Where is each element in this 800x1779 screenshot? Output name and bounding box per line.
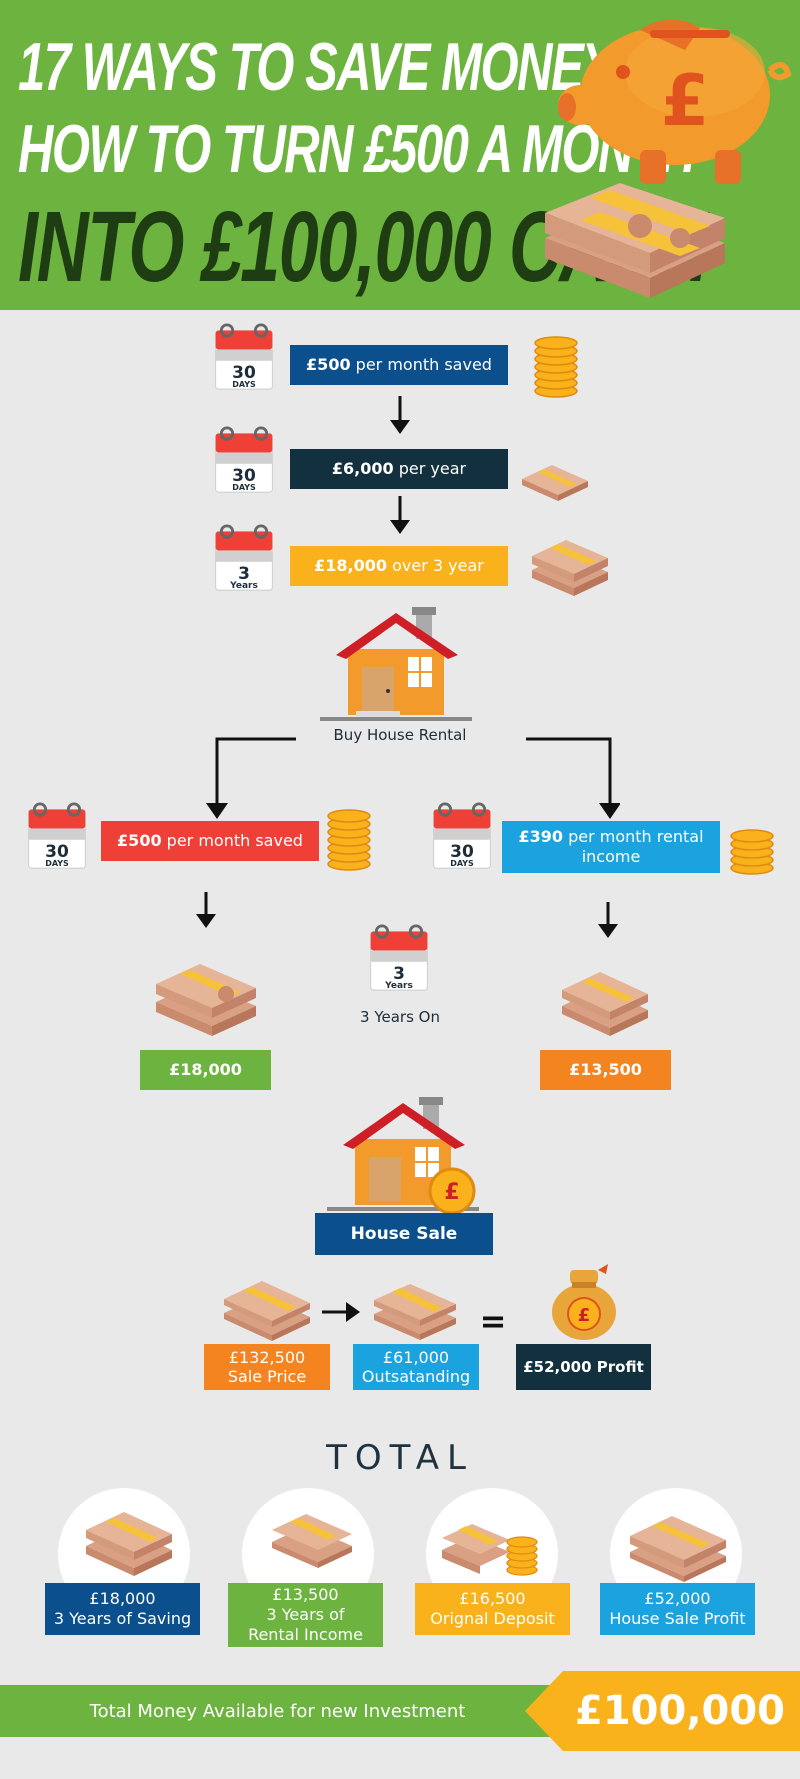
cash-stack-icon	[156, 964, 256, 1036]
svg-text:£: £	[578, 1305, 591, 1326]
cash-stack-icon	[224, 1281, 310, 1341]
calendar-icon	[215, 426, 273, 493]
cash-stack-icon	[545, 183, 725, 298]
calendar-number: 30	[450, 842, 474, 862]
branch-connector	[206, 737, 620, 819]
footer-amount: £100,000	[574, 1688, 786, 1734]
down-arrow-icon	[196, 892, 216, 928]
cash-stack-icon	[374, 1284, 456, 1340]
coins-icon	[730, 829, 774, 875]
cash-stack-icon	[86, 1512, 172, 1576]
svg-text:£: £	[444, 1180, 459, 1205]
house-sale-icon: £	[327, 1097, 479, 1215]
calendar-icon	[370, 924, 428, 991]
coins-icon	[534, 336, 578, 398]
cash-stack-icon	[532, 540, 608, 596]
calendar-icon	[433, 802, 491, 869]
calendar-icon	[28, 802, 86, 869]
calendar-unit: DAYS	[232, 380, 256, 389]
house-icon	[320, 607, 472, 721]
footer-amount-banner	[525, 1671, 800, 1751]
footer-label: Total Money Available for new Investment	[89, 1700, 466, 1722]
step-500-per-month: £500 per month saved	[290, 345, 508, 385]
three-years-on-label: 3 Years On	[360, 1008, 440, 1026]
coins-icon	[327, 809, 371, 871]
piggy-bank-icon: £	[558, 19, 792, 184]
down-arrow-icon	[598, 902, 618, 938]
house-sale-label: House Sale	[315, 1213, 493, 1255]
calendar-unit: DAYS	[450, 859, 474, 868]
calendar-unit: DAYS	[232, 483, 256, 492]
right-arrow-icon	[322, 1302, 360, 1322]
calendar-icon	[215, 524, 273, 591]
cash-bundle-icon	[522, 465, 588, 501]
svg-text:£: £	[661, 60, 710, 142]
calendar-unit: Years	[385, 981, 413, 991]
money-bag-icon: £	[552, 1264, 616, 1340]
calendar-icon	[215, 323, 273, 390]
left-result-18000: £18,000	[140, 1050, 271, 1090]
right-390-rental-income: £390 per month rental income	[502, 821, 720, 873]
calendar-unit: DAYS	[45, 859, 69, 868]
total-title: TOTAL	[326, 1438, 474, 1478]
equals-sign: =	[479, 1302, 507, 1340]
cash-stack-icon	[272, 1514, 352, 1568]
buy-house-rental-label: Buy House Rental	[333, 726, 467, 744]
cash-stack-icon	[630, 1516, 726, 1582]
calendar-number: 30	[232, 363, 256, 383]
calendar-number: 30	[232, 466, 256, 486]
calendar-number: 3	[238, 564, 250, 584]
footer-bar	[0, 1685, 560, 1737]
calendar-number: 3	[393, 964, 405, 984]
right-result-13500: £13,500	[540, 1050, 671, 1090]
left-500-per-month: £500 per month saved	[101, 821, 319, 861]
profit-box: £52,000 Profit	[516, 1344, 651, 1390]
calendar-number: 30	[45, 842, 69, 862]
down-arrow-icon	[390, 496, 410, 534]
step-18000-over-3-years: £18,000 over 3 year	[290, 546, 508, 586]
down-arrow-icon	[390, 396, 410, 434]
cash-stack-icon	[562, 972, 648, 1036]
step-6000-per-year: £6,000 per year	[290, 449, 508, 489]
cash-and-coins-icon	[442, 1524, 538, 1576]
calendar-unit: Years	[230, 581, 258, 591]
